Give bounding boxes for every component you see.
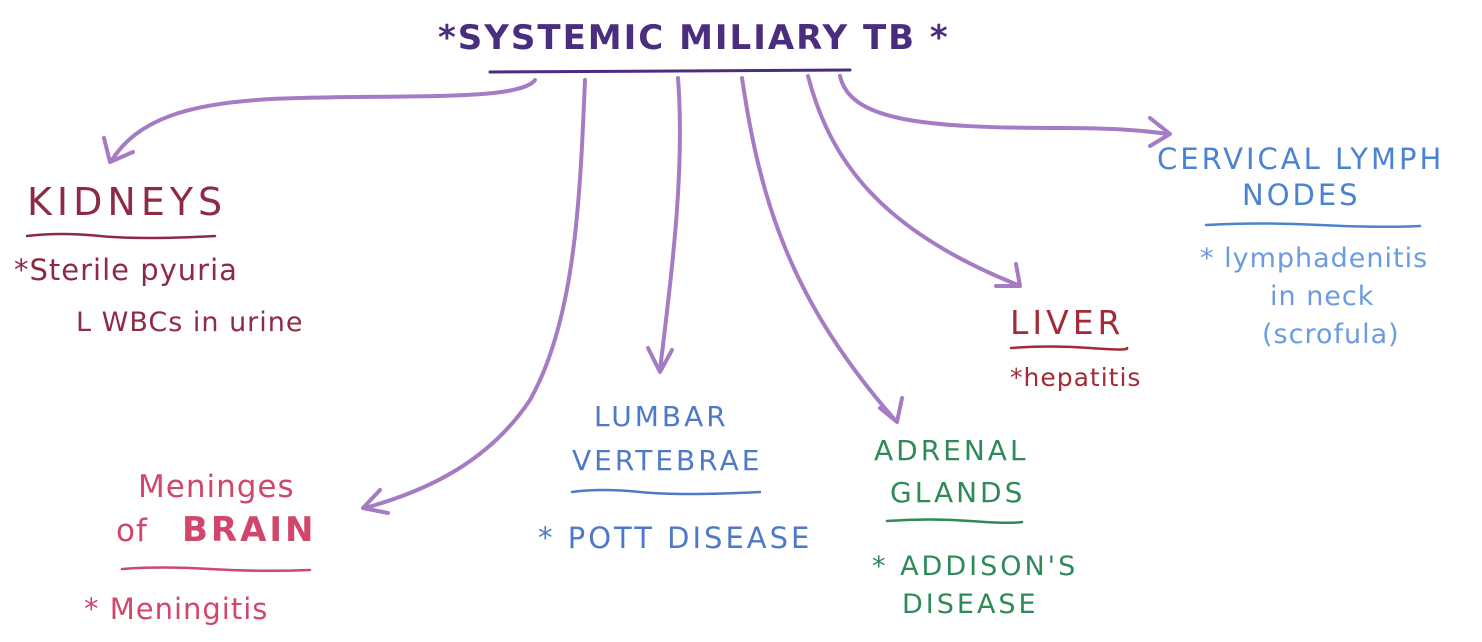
arrowhead-meninges [361, 488, 390, 515]
node-meninges-label-2-bold: BRAIN [182, 510, 317, 550]
underline-meninges [120, 566, 312, 573]
underline-kidneys [25, 232, 217, 240]
node-lumbar-label-1: LUMBAR [594, 400, 729, 433]
arrowhead-lumbar [646, 346, 674, 374]
arrow-liver [806, 74, 1020, 287]
node-liver-label: LIVER [1010, 303, 1125, 342]
node-cervical-note-1: * lymphadenitis [1200, 243, 1429, 274]
node-lumbar-label-2: VERTEBRAE [572, 444, 763, 477]
node-meninges-note: * Meningitis [84, 592, 269, 626]
node-adrenal-note-2: DISEASE [902, 589, 1039, 620]
node-kidneys-note-2: L WBCs in urine [76, 307, 304, 338]
node-cervical-note-2: in neck [1270, 281, 1375, 312]
node-meninges-label-1: Meninges [138, 469, 295, 505]
node-adrenal-label-1: ADRENAL [874, 434, 1029, 467]
arrowhead-cervical [1148, 116, 1172, 148]
arrow-cervical [838, 74, 1170, 136]
node-cervical-note-3: (scrofula) [1262, 319, 1400, 350]
arrow-kidneys [110, 78, 537, 162]
arrowhead-liver [994, 262, 1022, 288]
underline-liver [1009, 345, 1129, 351]
underline-cervical [1204, 222, 1422, 229]
arrowhead-adrenal [878, 396, 904, 424]
underline-lumbar [570, 488, 762, 496]
diagram-title: *SYSTEMIC MILIARY TB * [438, 18, 950, 58]
underline-adrenal [885, 518, 1024, 525]
node-lumbar-note: * POTT DISEASE [538, 521, 813, 555]
node-adrenal-label-2: GLANDS [890, 476, 1026, 509]
node-cervical-label-2: NODES [1242, 178, 1361, 212]
title-underline [488, 68, 852, 74]
node-kidneys-note-1: *Sterile pyuria [14, 253, 238, 287]
arrowhead-kidneys [102, 136, 135, 164]
node-meninges-label-2-prefix: of [116, 513, 148, 549]
node-adrenal-note-1: * ADDISON'S [872, 551, 1079, 582]
arrow-lumbar [658, 76, 682, 372]
arrow-adrenal [740, 76, 897, 422]
node-kidneys-label: KIDNEYS [27, 180, 228, 224]
node-cervical-label-1: CERVICAL LYMPH [1157, 142, 1445, 176]
node-liver-note: *hepatitis [1010, 363, 1142, 392]
arrow-meninges [363, 78, 587, 510]
